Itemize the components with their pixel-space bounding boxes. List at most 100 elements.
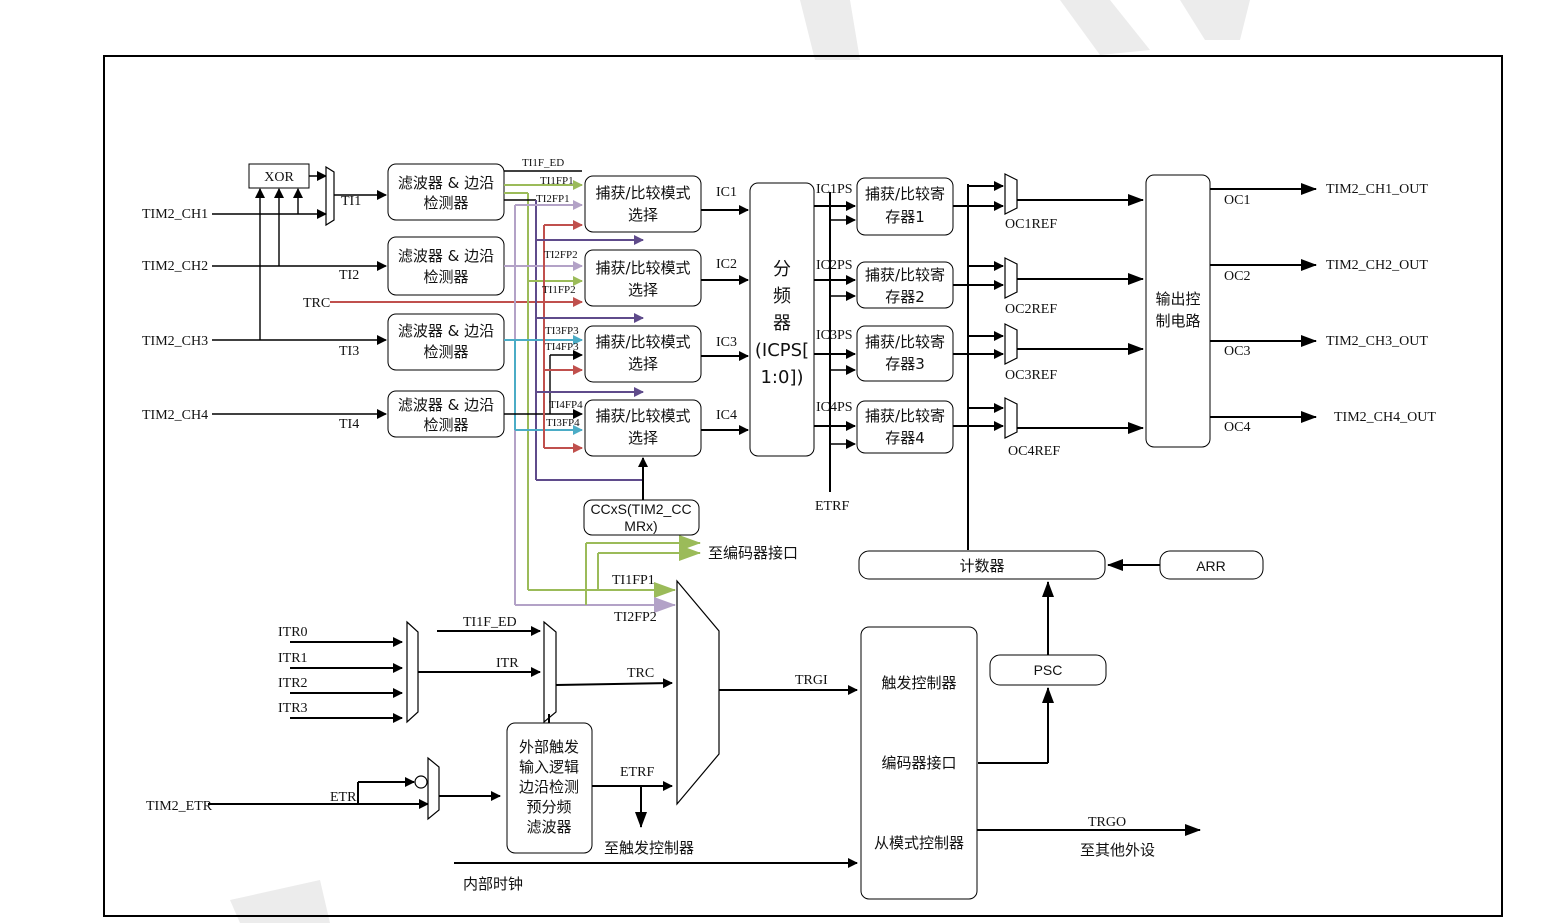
svg-text:OC3REF: OC3REF <box>1005 368 1057 383</box>
svg-text:IC1: IC1 <box>716 185 737 200</box>
svg-text:OC4: OC4 <box>1224 420 1250 435</box>
psc-label: PSC <box>1034 662 1063 678</box>
counter-section: 计数器 ARR PSC <box>858 550 1264 764</box>
ccr-box-2: 捕获/比较寄 存器2 <box>856 261 954 309</box>
svg-text:TI1F_ED: TI1F_ED <box>463 615 517 630</box>
capture-select-4: 捕获/比较模式 选择 <box>584 399 702 457</box>
input-prescaler: 分 频 器 (ICPS[ 1:0]) <box>749 182 815 457</box>
ti2-label: TI2 <box>339 268 359 283</box>
encoder-interface-label: 编码器接口 <box>881 754 956 772</box>
label-ti2fp1: TI2FP1 <box>536 193 570 205</box>
diagram-frame <box>103 55 1503 917</box>
svg-text:滤波器: 滤波器 <box>526 818 571 836</box>
svg-text:预分频: 预分频 <box>526 798 571 816</box>
etrf-label: ETRF <box>815 499 849 514</box>
capture-select-blocks: 捕获/比较模式 选择 捕获/比较模式 选择 捕获/比较模式 选择 捕获/比较模式… <box>584 175 702 457</box>
capture-select-3: 捕获/比较模式 选择 <box>584 325 702 383</box>
svg-text:TRC: TRC <box>627 666 654 681</box>
svg-text:(ICPS[: (ICPS[ <box>755 340 809 361</box>
trigger-controller-label: 触发控制器 <box>881 674 956 692</box>
svg-text:OC1: OC1 <box>1224 193 1250 208</box>
input-ch3: TIM2_CH3 <box>142 334 208 349</box>
to-trigger-controller: 至触发控制器 <box>604 839 694 857</box>
trgi-main-mux <box>676 579 720 806</box>
compare-section: OC1REF OC2REF OC3REF OC4REF <box>953 173 1144 550</box>
trgi-sub-mux <box>543 620 557 724</box>
input-etr: TIM2_ETR <box>146 799 213 814</box>
svg-text:存器4: 存器4 <box>885 429 925 447</box>
watermark <box>230 0 1250 923</box>
icps-lines: IC1PS IC2PS IC3PS IC4PS ETRF <box>814 182 856 514</box>
capture-select-1: 捕获/比较模式 选择 <box>584 175 702 233</box>
svg-text:IC2PS: IC2PS <box>816 258 853 273</box>
arr-label: ARR <box>1196 558 1226 574</box>
filter-box-2: 滤波器 & 边沿 检测器 <box>387 236 505 296</box>
ccr-blocks: 捕获/比较寄 存器1 捕获/比较寄 存器2 捕获/比较寄 存器3 捕获/比较寄 … <box>856 177 954 454</box>
svg-text:IC3PS: IC3PS <box>816 328 853 343</box>
svg-text:ETRF: ETRF <box>620 765 654 780</box>
svg-text:捕获/比较模式: 捕获/比较模式 <box>595 333 690 351</box>
svg-text:捕获/比较模式: 捕获/比较模式 <box>595 184 690 202</box>
svg-text:ETR: ETR <box>330 790 357 805</box>
svg-text:检测器: 检测器 <box>423 194 468 212</box>
svg-text:滤波器 & 边沿: 滤波器 & 边沿 <box>398 322 494 340</box>
svg-text:边沿检测: 边沿检测 <box>519 778 579 796</box>
svg-text:滤波器 & 边沿: 滤波器 & 边沿 <box>398 174 494 192</box>
svg-text:捕获/比较模式: 捕获/比较模式 <box>595 407 690 425</box>
svg-text:选择: 选择 <box>628 281 658 299</box>
svg-text:OC2REF: OC2REF <box>1005 302 1057 317</box>
svg-text:检测器: 检测器 <box>423 268 468 286</box>
ic-lines: IC1 IC2 IC3 IC4 <box>701 185 749 435</box>
svg-text:MRx): MRx) <box>624 518 657 534</box>
output-ch4: TIM2_CH4_OUT <box>1334 410 1436 425</box>
oc3-compare-mux <box>1004 323 1018 365</box>
filter-box-4: 滤波器 & 边沿 检测器 <box>387 390 505 438</box>
output-control-block: 输出控 制电路 <box>1145 174 1211 448</box>
label-ti2fp2: TI2FP2 <box>544 249 578 261</box>
svg-text:ITR2: ITR2 <box>278 676 308 691</box>
svg-text:选择: 选择 <box>628 429 658 447</box>
filter-box-3: 滤波器 & 边沿 检测器 <box>387 313 505 371</box>
svg-text:捕获/比较寄: 捕获/比较寄 <box>865 333 945 351</box>
svg-text:捕获/比较模式: 捕获/比较模式 <box>595 259 690 277</box>
svg-text:OC3: OC3 <box>1224 344 1250 359</box>
internal-clock-label: 内部时钟 <box>463 875 523 893</box>
label-ti1fp1: TI1FP1 <box>540 175 574 187</box>
output-lines: OC1 OC2 OC3 OC4 TIM2_CH1_OUT TIM2_CH2_OU… <box>1210 182 1436 435</box>
label-ti1f-ed: TI1F_ED <box>522 157 564 169</box>
svg-text:OC1REF: OC1REF <box>1005 217 1057 232</box>
routing-lines <box>504 170 701 613</box>
trgi-label: TRGI <box>795 673 828 688</box>
trgo-section: TRGO 至其他外设 <box>977 815 1201 859</box>
counter-label: 计数器 <box>959 557 1004 575</box>
svg-text:IC1PS: IC1PS <box>816 182 853 197</box>
ccr-box-4: 捕获/比较寄 存器4 <box>856 400 954 454</box>
ccr-box-1: 捕获/比较寄 存器1 <box>856 177 954 236</box>
svg-text:OC2: OC2 <box>1224 269 1250 284</box>
input-ch1: TIM2_CH1 <box>142 207 208 222</box>
trigger-section: ITR0 ITR1 ITR2 ITR3 TI1F_ED ITR TRC TI1F… <box>146 573 858 893</box>
ti3-label: TI3 <box>339 344 359 359</box>
input-ch4: TIM2_CH4 <box>142 408 208 423</box>
to-other-peripherals: 至其他外设 <box>1080 841 1155 859</box>
label-ti1fp2: TI1FP2 <box>542 284 576 296</box>
svg-text:捕获/比较寄: 捕获/比较寄 <box>865 407 945 425</box>
ccxs-block: CCxS(TIM2_CC MRx) <box>583 499 700 536</box>
svg-text:ITR1: ITR1 <box>278 651 308 666</box>
route-labels: TI1F_ED TI1FP1 TI2FP1 TI2FP2 TI1FP2 TI3F… <box>522 157 583 429</box>
slave-mode-label: 从模式控制器 <box>874 834 964 852</box>
svg-text:外部触发: 外部触发 <box>519 738 579 756</box>
filter-box-1: 滤波器 & 边沿 检测器 <box>387 163 505 221</box>
ti1-label: TI1 <box>341 194 361 209</box>
inverter-bubble <box>414 775 428 789</box>
svg-text:频: 频 <box>773 286 791 307</box>
label-ti4fp4: TI4FP4 <box>549 399 583 411</box>
svg-text:捕获/比较寄: 捕获/比较寄 <box>865 185 945 203</box>
input-section: XOR TI1 TIM2_CH1 TIM2_CH2 TIM2_CH3 TIM2_… <box>142 163 583 432</box>
svg-text:ITR0: ITR0 <box>278 625 308 640</box>
svg-text:滤波器 & 边沿: 滤波器 & 边沿 <box>398 396 494 414</box>
svg-text:TI2FP2: TI2FP2 <box>614 610 657 625</box>
svg-text:IC3: IC3 <box>716 335 737 350</box>
svg-text:分: 分 <box>773 259 791 280</box>
svg-text:检测器: 检测器 <box>423 343 468 361</box>
